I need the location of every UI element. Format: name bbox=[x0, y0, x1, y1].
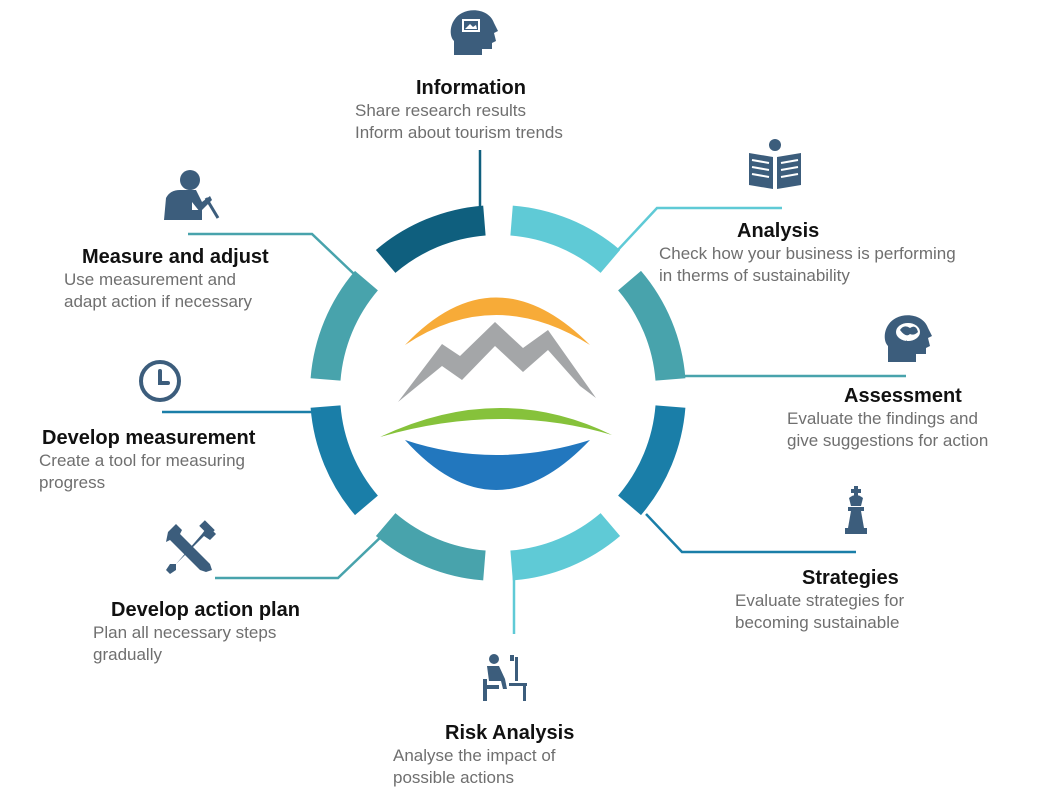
step-desc-line: give suggestions for action bbox=[787, 431, 989, 450]
connector-measure-and-adjust bbox=[188, 232, 355, 275]
ring-segment-risk-analysis bbox=[510, 513, 621, 581]
step-risk-analysis: Risk Analysis Analyse the impact of poss… bbox=[393, 721, 574, 789]
step-desc-line: Plan all necessary steps bbox=[93, 623, 277, 642]
step-information: Information Share research results Infor… bbox=[355, 76, 563, 144]
logo-orange-arc bbox=[405, 297, 590, 345]
ring-segment-develop-action-plan bbox=[375, 513, 486, 581]
connector-develop-action-plan bbox=[215, 533, 385, 580]
step-desc-line: Share research results bbox=[355, 101, 527, 120]
step-icons bbox=[139, 10, 932, 701]
step-title: Strategies bbox=[802, 567, 899, 589]
step-strategies: Strategies Evaluate strategies for becom… bbox=[735, 566, 904, 634]
ring-segment-develop-measurement bbox=[310, 405, 378, 516]
step-title: Develop measurement bbox=[42, 427, 256, 449]
step-desc-line: Create a tool for measuring bbox=[39, 451, 245, 470]
step-develop-action-plan: Develop action plan Plan all necessary s… bbox=[93, 598, 300, 666]
tools-icon bbox=[166, 520, 216, 574]
step-title: Develop action plan bbox=[111, 599, 300, 621]
step-analysis: Analysis Check how your business is perf… bbox=[659, 219, 956, 287]
step-title: Information bbox=[416, 77, 526, 99]
step-desc-line: Analyse the impact of bbox=[393, 746, 556, 765]
logo-green-arc bbox=[380, 407, 612, 437]
connector-analysis bbox=[615, 206, 782, 253]
ring-segment-assessment bbox=[618, 270, 686, 381]
person-writing-icon bbox=[164, 170, 220, 220]
ring-segment-strategies bbox=[618, 405, 686, 516]
cycle-ring bbox=[310, 205, 686, 581]
clock-icon bbox=[139, 360, 181, 402]
connector-strategies bbox=[645, 513, 856, 554]
step-desc-line: Use measurement and bbox=[64, 270, 236, 289]
step-desc-line: Inform about tourism trends bbox=[355, 123, 563, 142]
ring-segment-measure-and-adjust bbox=[310, 270, 378, 381]
step-desc-line: progress bbox=[39, 473, 106, 492]
step-desc-line: adapt action if necessary bbox=[64, 292, 253, 311]
step-desc-line: Check how your business is performing bbox=[659, 244, 956, 263]
head-image-icon bbox=[450, 10, 498, 55]
step-title: Analysis bbox=[737, 220, 820, 242]
mountain-logo bbox=[380, 297, 612, 490]
step-title: Assessment bbox=[844, 385, 962, 407]
step-desc-line: gradually bbox=[93, 645, 162, 664]
connector-lines bbox=[162, 150, 906, 634]
newspaper-reader-icon bbox=[749, 139, 801, 189]
step-desc-line: Evaluate strategies for bbox=[735, 591, 905, 610]
logo-blue-arc bbox=[405, 440, 590, 490]
step-measure-and-adjust: Measure and adjust Use measurement and a… bbox=[64, 245, 269, 313]
step-desc-line: becoming sustainable bbox=[735, 613, 900, 632]
person-at-desk-icon bbox=[483, 654, 527, 701]
step-desc-line: Evaluate the findings and bbox=[787, 409, 978, 428]
step-develop-measurement: Develop measurement Create a tool for me… bbox=[39, 426, 255, 494]
brain-head-icon bbox=[884, 315, 932, 362]
step-title: Risk Analysis bbox=[445, 722, 575, 744]
chess-king-icon bbox=[845, 486, 867, 534]
step-desc-line: in therms of sustainability bbox=[659, 266, 850, 285]
ring-segment-information bbox=[375, 205, 486, 273]
step-assessment: Assessment Evaluate the findings and giv… bbox=[787, 384, 988, 452]
step-desc-line: possible actions bbox=[393, 768, 514, 787]
ring-segment-analysis bbox=[510, 205, 621, 273]
logo-gray-mountains bbox=[398, 322, 596, 402]
step-title: Measure and adjust bbox=[82, 246, 269, 268]
